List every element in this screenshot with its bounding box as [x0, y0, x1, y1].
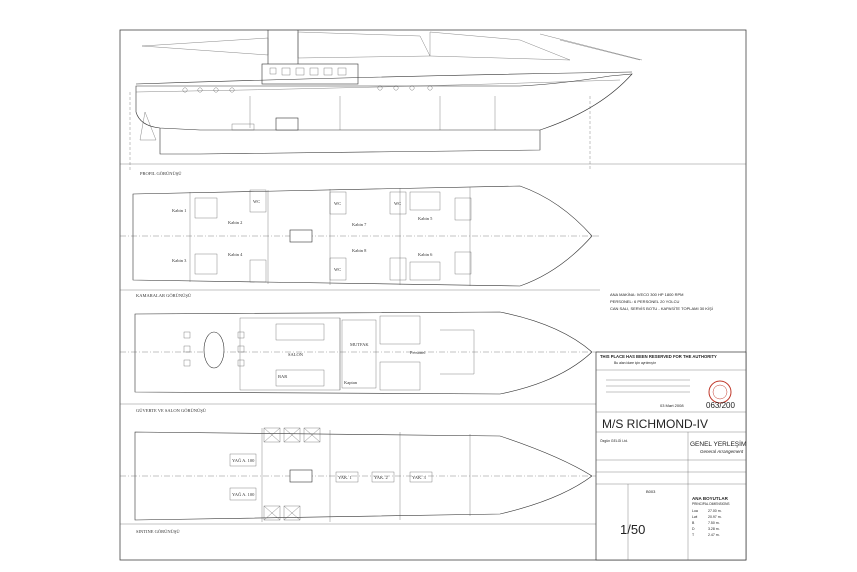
dim-key: T: [692, 533, 695, 537]
spec-personnel: PERSONEL: 6 PERSONEL 20 YOLCU: [610, 299, 679, 304]
cabin-8-label: Kabin 8: [352, 248, 367, 253]
bilge-view: YAĞ A. 100 YAĞ A. 100 YAK. 1 YAK. 2 YAK.…: [120, 427, 600, 534]
wc-label: WC: [394, 201, 401, 206]
title-block: THIS PLACE HAS BEEN RESERVED FOR THE AUT…: [595, 351, 746, 561]
galley-label: MUTFAK: [350, 342, 369, 347]
captain-label: Kaptan: [344, 380, 358, 385]
drawing-border: [119, 29, 747, 561]
wc-label: WC: [253, 199, 260, 204]
salon-label: SALON: [288, 352, 304, 357]
dim-val: 3.28 m.: [708, 527, 720, 531]
spec-liferaft: CAN SALI, SERVİS BOTU - KAPASİTE TOPLAMI…: [610, 306, 713, 311]
tank-label: YAK. 3: [412, 475, 427, 480]
dim-key: B: [692, 521, 695, 525]
profile-view-label: PROFIL GÖRÜNÜŞÜ: [140, 171, 182, 176]
dim-key: Loa: [692, 509, 698, 513]
authority-text: THIS PLACE HAS BEEN RESERVED FOR THE AUT…: [600, 354, 717, 359]
main-deck-hull: [134, 311, 593, 395]
wc-label: WC: [334, 201, 341, 206]
main-deck-view: SALON MUTFAK BAR Personel Kaptan GÜVERTE…: [120, 311, 600, 413]
dim-val: 20.97 m.: [708, 515, 722, 519]
lower-deck-view-label: KAMARALAR GÖRÜNÜŞÜ: [136, 293, 192, 298]
tank-label: YAK. 2: [374, 475, 388, 480]
drawing-scale: 1/50: [620, 522, 645, 537]
dimensions-subheader: PRINCIPAL DIMENSIONS: [692, 502, 730, 506]
approval-number: 063/200: [706, 401, 735, 410]
cabin-5-label: Kabin 5: [418, 216, 433, 221]
cabin-1-label: Kabin 1: [172, 208, 186, 213]
drawing-title: GENEL YERLEŞİM: [690, 439, 746, 448]
authority-subtext: Bu alan idare için ayrılmıştır: [614, 361, 657, 365]
specs-block: ANA MAKİNA: IVECO 300 HP 1800 RPM PERSON…: [610, 292, 713, 311]
dimensions-header: ANA BOYUTLAR: [692, 496, 729, 501]
tank-label: YAK. 1: [338, 475, 352, 480]
cabin-2-label: Kabin 2: [228, 220, 242, 225]
wc-label: WC: [334, 267, 341, 272]
tank-label: YAĞ A. 100: [232, 458, 255, 463]
main-deck-view-label: GÜVERTE VE SALON GÖRÜNÜŞÜ: [136, 408, 207, 413]
tank-label: YAĞ A. 100: [232, 492, 255, 497]
cabin-4-label: Kabin 4: [228, 252, 243, 257]
dim-val: 7.50 m.: [708, 521, 720, 525]
profile-view: PROFIL GÖRÜNÜŞÜ: [120, 30, 746, 176]
crew-label: Personel: [410, 350, 426, 355]
drawing-subtitle: General Arrangement: [700, 449, 744, 454]
dim-val: 27.00 m.: [708, 509, 722, 513]
approval-date: 03 Mart 2008: [660, 403, 684, 408]
spec-engine: ANA MAKİNA: IVECO 300 HP 1800 RPM: [610, 292, 684, 297]
dim-val: 2.47 m.: [708, 533, 720, 537]
drawing-number: B003: [646, 489, 656, 494]
bilge-view-label: SINTINE GÖRÜNÜŞÜ: [136, 529, 180, 534]
company-name: Özgün GELGİ Ltd.: [600, 438, 628, 443]
cabin-6-label: Kabin 6: [418, 252, 433, 257]
dining-table: [203, 331, 225, 369]
approval-stamp: [708, 380, 732, 404]
dim-key: D: [692, 527, 695, 531]
cabin-3-label: Kabin 3: [172, 258, 187, 263]
lower-deck-view: Kabin 1 Kabin 2 Kabin 3 Kabin 4 Kabin 5 …: [120, 185, 600, 298]
cabin-7-label: Kabin 7: [352, 222, 367, 227]
bar-label: BAR: [278, 374, 287, 379]
dim-key: Lwl: [692, 515, 697, 519]
vessel-name: M/S RICHMOND-IV: [602, 417, 708, 431]
